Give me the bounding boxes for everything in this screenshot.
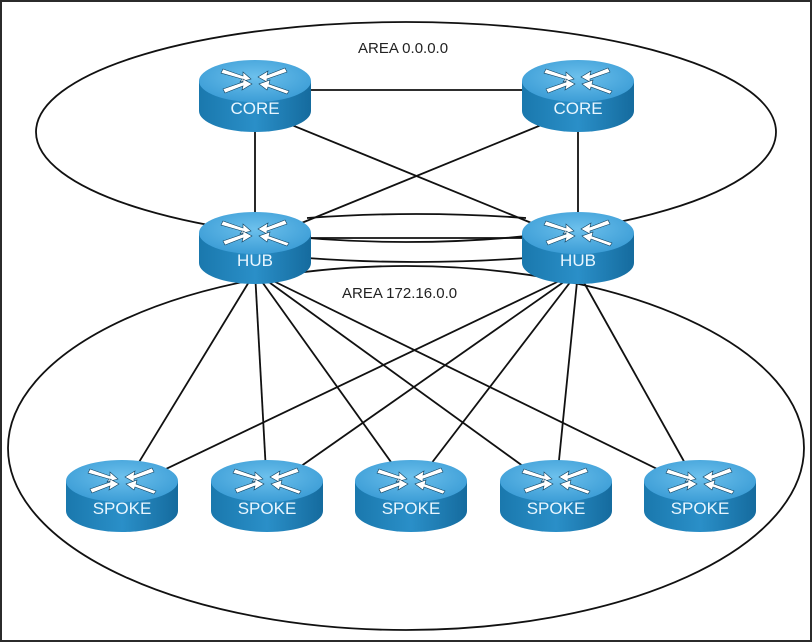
- router-label: HUB: [237, 251, 273, 270]
- router-top: [211, 460, 323, 502]
- router-label: SPOKE: [238, 499, 297, 518]
- area-0-label: AREA 0.0.0.0: [358, 40, 448, 57]
- arrow-icon: [523, 478, 554, 494]
- arrow-icon: [545, 230, 576, 246]
- arrow-icon: [703, 479, 735, 495]
- arrow-icon: [667, 478, 698, 494]
- arrow-icon: [581, 79, 613, 95]
- link-hub1-hub2: [306, 213, 527, 219]
- link-hub1-spoke2: [254, 271, 268, 491]
- router-spoke2[interactable]: SPOKE: [211, 460, 323, 532]
- router-arrows-icon: [220, 219, 290, 247]
- router-arrows-icon: [543, 67, 613, 95]
- arrow-icon: [545, 78, 576, 94]
- arrow-icon: [702, 467, 733, 483]
- arrow-icon: [258, 231, 290, 247]
- router-top: [644, 460, 756, 502]
- arrow-icon: [269, 467, 300, 483]
- link-hub2-spoke3: [410, 271, 579, 491]
- link-core2-hub1: [254, 109, 579, 243]
- router-top: [66, 460, 178, 502]
- arrow-icon: [124, 467, 155, 483]
- router-spoke4[interactable]: SPOKE: [500, 460, 612, 532]
- router-core2[interactable]: CORE: [522, 60, 634, 132]
- arrow-icon: [414, 479, 446, 495]
- arrow-icon: [559, 479, 591, 495]
- arrow-icon: [580, 67, 611, 83]
- router-hub2[interactable]: HUB: [522, 212, 634, 284]
- link-hub1-spoke1: [121, 271, 256, 491]
- router-arrows-icon: [220, 67, 290, 95]
- arrow-icon: [257, 67, 288, 83]
- router-spoke3[interactable]: SPOKE: [355, 460, 467, 532]
- links-layer: [121, 89, 701, 491]
- link-hub2-spoke1: [121, 271, 579, 491]
- router-arrows-icon: [543, 219, 613, 247]
- arrow-icon: [580, 219, 611, 235]
- arrow-icon: [257, 219, 288, 235]
- arrow-icon: [234, 478, 265, 494]
- router-spoke5[interactable]: SPOKE: [644, 460, 756, 532]
- router-label: HUB: [560, 251, 596, 270]
- router-arrows-icon: [521, 467, 591, 495]
- arrow-icon: [258, 79, 290, 95]
- router-hub1[interactable]: HUB: [199, 212, 311, 284]
- router-spoke1[interactable]: SPOKE: [66, 460, 178, 532]
- router-label: SPOKE: [527, 499, 586, 518]
- link-hub1-hub2: [306, 257, 527, 263]
- router-top: [522, 212, 634, 254]
- link-hub2-spoke4: [555, 271, 579, 491]
- link-hub2-spoke2: [266, 271, 579, 491]
- router-top: [199, 60, 311, 102]
- link-hub1-spoke4: [254, 271, 557, 491]
- router-arrows-icon: [665, 467, 735, 495]
- arrow-icon: [413, 467, 444, 483]
- arrow-icon: [89, 478, 120, 494]
- router-label: CORE: [553, 99, 602, 118]
- router-top: [355, 460, 467, 502]
- area-172-16-label: AREA 172.16.0.0: [342, 285, 457, 302]
- arrow-icon: [125, 479, 157, 495]
- router-arrows-icon: [87, 467, 157, 495]
- router-top: [522, 60, 634, 102]
- link-hub1-spoke3: [254, 271, 412, 491]
- router-top: [500, 460, 612, 502]
- arrow-icon: [270, 479, 302, 495]
- link-hub2-spoke5: [577, 271, 701, 491]
- link-hub1-spoke5: [254, 271, 701, 491]
- router-top: [199, 212, 311, 254]
- router-arrows-icon: [232, 467, 302, 495]
- arrow-icon: [222, 78, 253, 94]
- area-0-boundary: [35, 21, 777, 243]
- router-label: SPOKE: [382, 499, 441, 518]
- router-arrows-icon: [376, 467, 446, 495]
- arrow-icon: [558, 467, 589, 483]
- router-core1[interactable]: CORE: [199, 60, 311, 132]
- arrow-icon: [581, 231, 613, 247]
- router-label: SPOKE: [93, 499, 152, 518]
- router-label: SPOKE: [671, 499, 730, 518]
- router-label: CORE: [230, 99, 279, 118]
- devices-layer: CORE CORE HUB HUB SPOKE SPOKE SPOKE SPOKE SPOKE: [66, 60, 756, 532]
- area-172-16-boundary: [7, 265, 805, 631]
- arrow-icon: [222, 230, 253, 246]
- arrow-icon: [378, 478, 409, 494]
